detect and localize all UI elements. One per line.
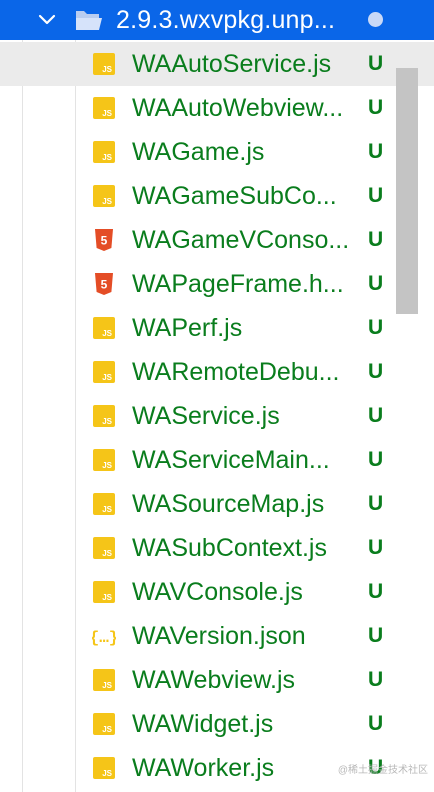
file-name: WAGame.js	[132, 138, 265, 166]
svg-text:JS: JS	[102, 153, 112, 162]
file-name: WARemoteDebu...	[132, 358, 340, 386]
file-name: WAAutoWebview...	[132, 94, 344, 122]
js-file-icon: JS	[92, 492, 116, 516]
chevron-down-icon[interactable]	[36, 9, 58, 31]
js-file-icon: JS	[92, 448, 116, 472]
file-row[interactable]: JS WAGameSubCo... U	[0, 174, 434, 218]
git-status-badge: U	[368, 624, 384, 647]
file-name: WAVConsole.js	[132, 578, 303, 606]
js-file-icon: JS	[92, 316, 116, 340]
js-file-icon: JS	[92, 52, 116, 76]
js-file-icon: JS	[92, 668, 116, 692]
svg-text:JS: JS	[102, 373, 112, 382]
svg-text:JS: JS	[102, 505, 112, 514]
git-status-badge: U	[368, 404, 384, 427]
js-file-icon: JS	[92, 184, 116, 208]
svg-text:JS: JS	[102, 593, 112, 602]
git-status-badge: U	[368, 448, 384, 471]
git-status-badge: U	[368, 712, 384, 735]
file-row[interactable]: JS WAAutoWebview... U	[0, 86, 434, 130]
file-row[interactable]: JS WAPerf.js U	[0, 306, 434, 350]
git-status-badge: U	[368, 492, 384, 515]
svg-text:5: 5	[101, 278, 108, 292]
svg-text:JS: JS	[102, 461, 112, 470]
svg-text:5: 5	[101, 234, 108, 248]
file-row[interactable]: JS WAAutoService.js U	[0, 42, 434, 86]
file-name: WAService.js	[132, 402, 280, 430]
json-file-icon: {…}	[90, 624, 119, 648]
file-row[interactable]: JS WARemoteDebu... U	[0, 350, 434, 394]
js-file-icon: JS	[92, 536, 116, 560]
file-row[interactable]: JS WAWidget.js U	[0, 702, 434, 746]
js-file-icon: JS	[92, 140, 116, 164]
git-status-badge: U	[368, 228, 384, 251]
folder-open-icon	[76, 11, 102, 30]
file-row[interactable]: {…} WAVersion.json U	[0, 614, 434, 658]
file-row[interactable]: JS WASubContext.js U	[0, 526, 434, 570]
git-status-badge: U	[368, 140, 384, 163]
file-name: WAServiceMain...	[132, 446, 330, 474]
file-name: WASourceMap.js	[132, 490, 325, 518]
git-status-badge: U	[368, 184, 384, 207]
svg-text:JS: JS	[102, 65, 112, 74]
indent-guide	[22, 0, 23, 792]
svg-text:JS: JS	[102, 197, 112, 206]
file-name: WASubContext.js	[132, 534, 327, 562]
file-row[interactable]: JS WAServiceMain... U	[0, 438, 434, 482]
file-row[interactable]: JS WASourceMap.js U	[0, 482, 434, 526]
file-row[interactable]: 5 WAGameVConso... U	[0, 218, 434, 262]
file-name: WAGameSubCo...	[132, 182, 337, 210]
file-row[interactable]: JS WAWorker.js U	[0, 746, 434, 790]
file-name: WAPageFrame.h...	[132, 270, 344, 298]
git-status-badge: U	[368, 96, 384, 119]
git-status-badge: U	[368, 52, 384, 75]
js-file-icon: JS	[92, 404, 116, 428]
svg-text:{…}: {…}	[92, 629, 116, 647]
svg-text:JS: JS	[102, 109, 112, 118]
svg-text:JS: JS	[102, 725, 112, 734]
file-name: WAVersion.json	[132, 622, 306, 650]
git-status-badge: U	[368, 272, 384, 295]
git-status-badge: U	[368, 756, 384, 779]
watermark: @稀土掘金技术社区	[337, 765, 428, 776]
indent-guide	[75, 0, 76, 792]
file-name: WAWebview.js	[132, 666, 296, 694]
scrollbar-thumb[interactable]	[396, 68, 418, 314]
file-row[interactable]: 5 WAPageFrame.h... U	[0, 262, 434, 306]
svg-text:JS: JS	[102, 769, 112, 778]
git-status-badge: U	[368, 536, 384, 559]
svg-text:JS: JS	[102, 329, 112, 338]
file-name: WAPerf.js	[132, 314, 243, 342]
git-status-badge: U	[368, 580, 384, 603]
folder-row[interactable]: 2.9.3.wxvpkg.unp...	[0, 0, 434, 40]
file-row[interactable]: JS WAVConsole.js U	[0, 570, 434, 614]
scrollbar[interactable]	[396, 40, 418, 792]
js-file-icon: JS	[92, 712, 116, 736]
svg-text:JS: JS	[102, 549, 112, 558]
svg-text:JS: JS	[102, 417, 112, 426]
js-file-icon: JS	[92, 360, 116, 384]
file-name: WAWidget.js	[132, 710, 274, 738]
file-row[interactable]: JS WAWebview.js U	[0, 658, 434, 702]
file-row[interactable]: JS WAGame.js U	[0, 130, 434, 174]
svg-text:JS: JS	[102, 681, 112, 690]
file-name: WAWorker.js	[132, 754, 275, 782]
js-file-icon: JS	[92, 756, 116, 780]
git-status-badge: U	[368, 360, 384, 383]
git-status-badge: U	[368, 668, 384, 691]
html-file-icon: 5	[92, 228, 116, 252]
git-status-badge: U	[368, 316, 384, 339]
js-file-icon: JS	[92, 580, 116, 604]
modified-dot-badge	[368, 12, 383, 27]
file-row[interactable]: JS WAService.js U	[0, 394, 434, 438]
file-name: WAGameVConso...	[132, 226, 350, 254]
js-file-icon: JS	[92, 96, 116, 120]
html-file-icon: 5	[92, 272, 116, 296]
file-name: WAAutoService.js	[132, 50, 332, 78]
folder-name: 2.9.3.wxvpkg.unp...	[116, 6, 336, 34]
